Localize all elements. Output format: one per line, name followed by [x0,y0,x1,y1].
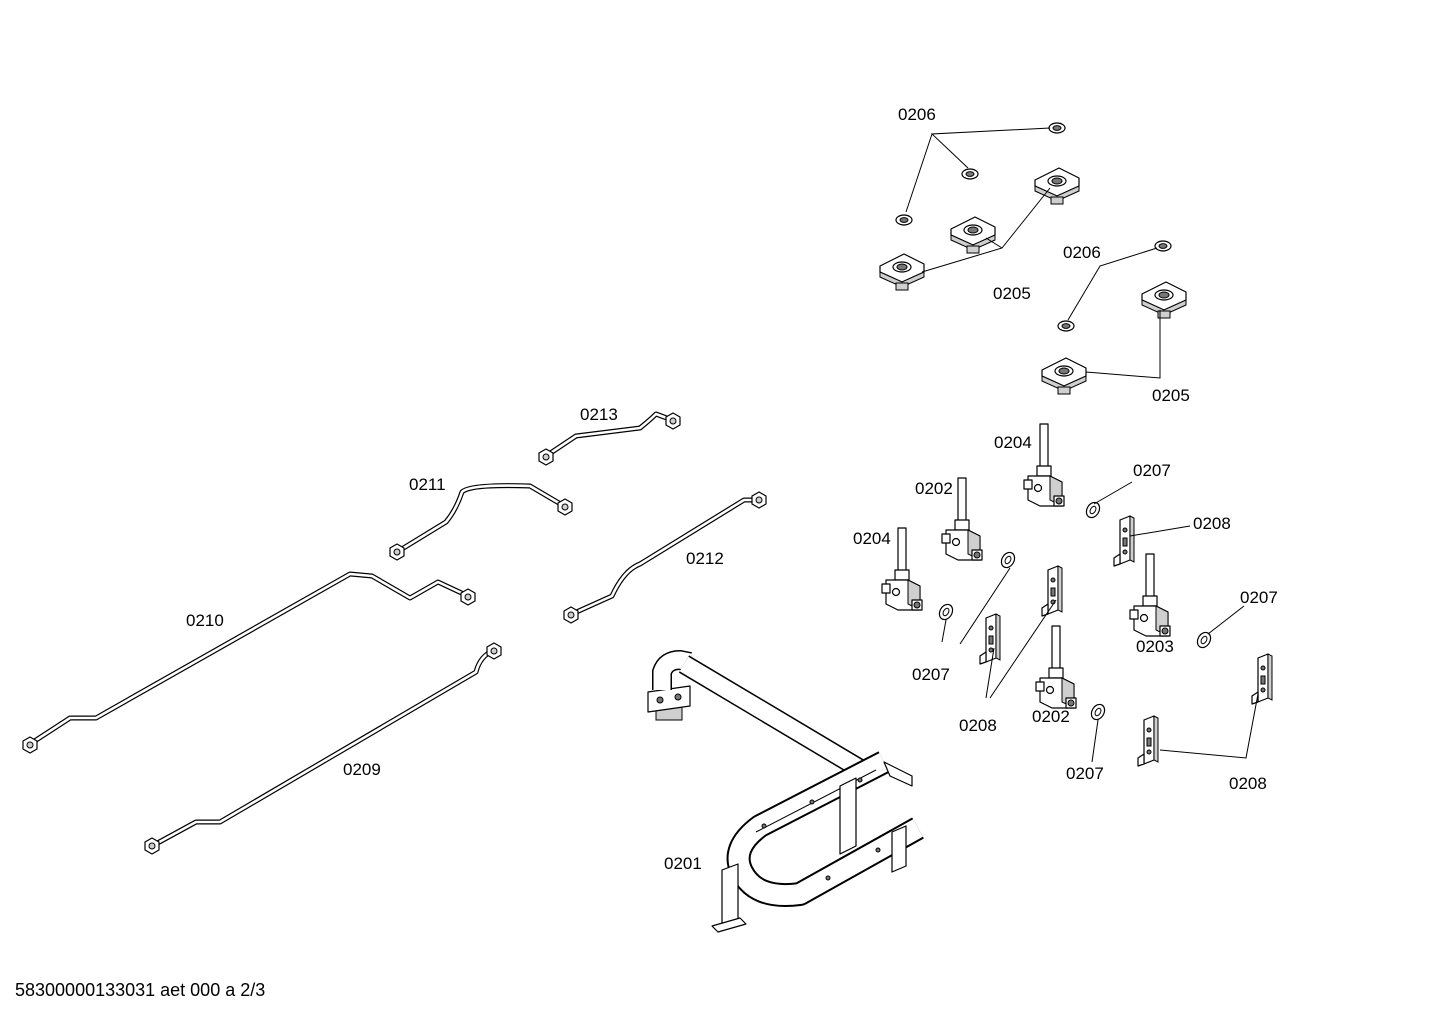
callout-0208: 0208 [959,716,997,735]
seal-ring-0207 [936,601,956,623]
callout-0205: 0205 [1152,386,1190,405]
pipe-0212 [563,491,767,624]
callout-0207: 0207 [1066,764,1104,783]
thermocouple-bracket-0208 [1251,653,1273,705]
callout-0211: 0211 [409,475,446,494]
pipe-0213 [538,411,681,466]
gas-valve-0202-front [1035,625,1077,709]
callout-0202: 0202 [915,479,953,498]
seal-ring-0207 [1194,629,1214,651]
burner-clip [1141,281,1187,319]
callout-0209: 0209 [343,760,381,779]
washers-0206 [895,122,1172,332]
gas-valve-0203 [1129,553,1171,637]
gas-manifold-rail-0201 [647,649,924,933]
pipe-nut [538,448,554,466]
burner-clip [950,216,996,254]
pipe-nut [563,606,579,624]
pipe-nut [486,642,502,660]
callout-0204: 0204 [994,433,1032,452]
callout-0201: 0201 [664,854,702,873]
callout-0212: 0212 [686,549,724,568]
seal-ring-0207 [1088,701,1108,723]
washer [1057,320,1075,332]
drawing-code: 58300000133031 aet 000 a 2/3 [15,980,266,1000]
callout-0207: 0207 [1133,461,1171,480]
thermocouple-bracket-0208 [1041,565,1063,617]
callout-0208: 0208 [1193,514,1231,533]
callout-0203: 0203 [1136,637,1174,656]
callout-0213: 0213 [580,405,618,424]
pipe-nut [751,491,767,509]
pipe-nut [665,412,681,430]
pipe-0211 [389,483,573,561]
pipe-0209 [144,642,502,855]
callout-0208: 0208 [1229,774,1267,793]
callout-0205: 0205 [993,284,1031,303]
callout-0206: 0206 [1063,243,1101,262]
pipe-nut [460,588,476,606]
burner-clip [879,253,925,291]
callout-0207: 0207 [1240,588,1278,607]
pipe-nut [389,543,405,561]
callout-0207: 0207 [912,665,950,684]
seal-ring-0207 [1083,499,1103,521]
washer [961,168,979,180]
washer [1048,122,1066,134]
pipe-nut [557,498,573,516]
pipe-nut [22,736,38,754]
thermocouple-bracket-0208 [979,613,1001,665]
callout-0202: 0202 [1032,707,1070,726]
pipe-nut [144,837,160,855]
washer [1154,240,1172,252]
burner-clip [1041,357,1087,395]
callout-0206: 0206 [898,105,936,124]
burner-clips-0205 [879,167,1187,395]
thermocouple-bracket-0208 [1113,515,1135,567]
washer [895,214,913,226]
pipe-0210 [22,571,476,754]
seal-ring-0207 [998,549,1018,571]
thermocouple-bracket-0208 [1137,715,1159,767]
leader-lines [905,127,1259,763]
callout-0210: 0210 [186,611,224,630]
callout-0204: 0204 [853,529,891,548]
